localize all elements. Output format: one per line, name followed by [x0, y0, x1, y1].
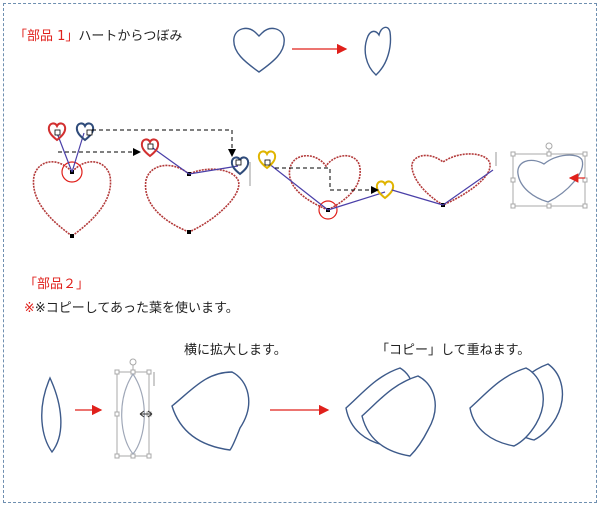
heart-outline	[233, 27, 285, 73]
resize-cursor-icon	[139, 410, 153, 418]
dashed-frame	[3, 3, 597, 503]
part1-title: 「部品 1」ハートからつぼみ	[14, 25, 182, 44]
heart-step2	[144, 164, 240, 233]
bud-outline	[364, 26, 392, 76]
part1-title-red: 「部品 1」	[14, 29, 79, 44]
heart-step4	[411, 153, 491, 206]
handle-heart-red	[47, 122, 67, 142]
edit-point-circle	[61, 161, 83, 183]
part2-note: ※※コピーしてあった葉を使います。	[24, 301, 239, 316]
leaf-copy-front-2	[469, 367, 544, 447]
heart-step3	[288, 154, 361, 211]
handle-heart-gold	[257, 150, 277, 170]
part2-title: 「部品２」	[24, 277, 90, 292]
bud-shape-selected	[517, 154, 584, 203]
leaf-copy-front-1	[361, 375, 436, 457]
caption-copy: 「コピー」して重ねます。	[376, 343, 531, 358]
part1-title-rest: ハートからつぼみ	[78, 29, 183, 44]
leaf-widened	[171, 371, 250, 451]
caption-widen: 横に拡大します。	[184, 343, 287, 358]
part2-note-text: ※コピーしてあった葉を使います。	[34, 301, 239, 316]
heart-step1	[32, 161, 112, 237]
leaf-outline	[41, 376, 62, 454]
handle-heart-blue	[75, 122, 95, 142]
